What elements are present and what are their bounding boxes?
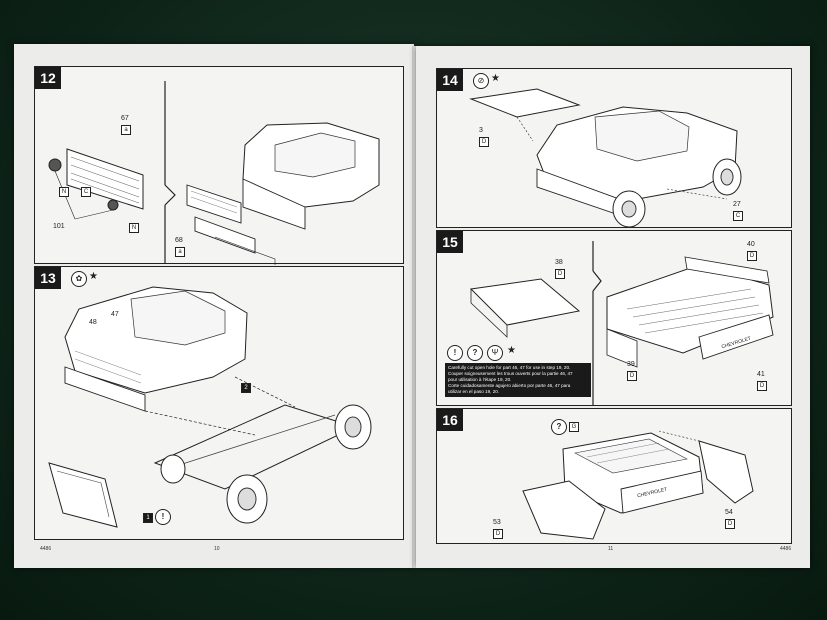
step-number: 15 — [437, 231, 463, 253]
no-paint-icon: ⊘ — [473, 73, 489, 89]
part-40-code: D — [747, 251, 757, 261]
sub-assembly-2: 2 — [241, 383, 251, 393]
page-fold — [412, 46, 418, 568]
part-3-code: D — [479, 137, 489, 147]
code-n-left: N — [59, 187, 69, 197]
part-3-label: 3 — [479, 127, 483, 134]
part-41-label: 41 — [757, 371, 765, 378]
part-101-label: 101 — [53, 223, 65, 230]
star-icon: ★ — [89, 271, 98, 282]
part-53-label: 53 — [493, 519, 501, 526]
part-54-label: 54 — [725, 509, 733, 516]
part-68-label: 68 — [175, 237, 183, 244]
part-39-code: D — [627, 371, 637, 381]
part-47-label: 47 — [111, 311, 119, 318]
step-number: 16 — [437, 409, 463, 431]
left-page-number: 10 — [214, 546, 220, 552]
sub-assembly-1: 1 — [143, 513, 153, 523]
right-page-number: 11 — [608, 546, 614, 552]
part-38-label: 38 — [555, 259, 563, 266]
step-15-panel: 15 38 D 40 D 39 D 41 D CHEVROLET ! ? — [436, 230, 792, 406]
step-15-illustration — [469, 241, 774, 405]
part-41-code: D — [757, 381, 767, 391]
exclaim-icon: ! — [447, 345, 463, 361]
star-icon: ★ — [507, 345, 516, 356]
question-icon: ? — [551, 419, 567, 435]
code-g: G — [569, 422, 579, 432]
step-12-panel: 12 67 a N — [34, 66, 404, 265]
exclaim-icon: ! — [155, 509, 171, 525]
step-13-panel: 13 ✿ ★ 48 47 2 1 ! — [34, 266, 404, 540]
step-number: 14 — [437, 69, 463, 91]
part-67-label: 67 — [121, 115, 129, 122]
right-page: 14 ⊘ ★ 3 D 27 C 15 — [416, 46, 810, 568]
part-40-label: 40 — [747, 241, 755, 248]
part-27-code: C — [733, 211, 743, 221]
cement-icon: ✿ — [71, 271, 87, 287]
part-39-label: 39 — [627, 361, 635, 368]
step-16-panel: 16 ? G CHEVROLET 54 D 53 D — [436, 408, 792, 544]
instruction-note: Carefully cut open hole for part 46, 47 … — [445, 363, 591, 397]
step-13-illustration — [48, 286, 372, 528]
left-page: 12 67 a N — [14, 44, 414, 568]
star-icon: ★ — [491, 73, 500, 84]
left-footer-code: 4486 — [40, 546, 52, 552]
part-27-label: 27 — [733, 201, 741, 208]
part-67-code: a — [121, 125, 131, 135]
code-n-right: N — [129, 223, 139, 233]
right-footer-code: 4486 — [780, 546, 792, 552]
question-icon: ? — [467, 345, 483, 361]
part-48-label: 48 — [89, 319, 97, 326]
part-53-code: D — [493, 529, 503, 539]
cut-tool-icon: Ψ — [487, 345, 503, 361]
step-16-illustration — [522, 430, 754, 540]
part-38-code: D — [555, 269, 565, 279]
step-number: 12 — [35, 67, 61, 89]
step-number: 13 — [35, 267, 61, 289]
step-14-illustration — [469, 88, 742, 228]
step-14-panel: 14 ⊘ ★ 3 D 27 C — [436, 68, 792, 228]
part-68-code: a — [175, 247, 185, 257]
part-54-code: D — [725, 519, 735, 529]
code-c: C — [81, 187, 91, 197]
step-12-illustration — [48, 81, 380, 265]
